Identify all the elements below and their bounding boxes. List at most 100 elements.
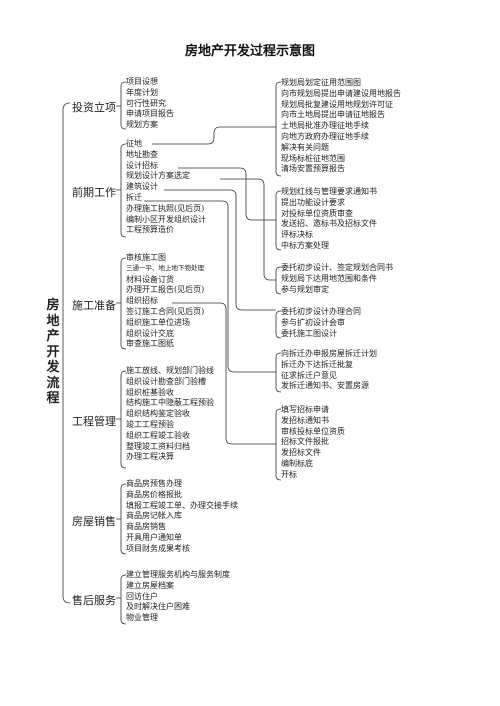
- link-zuzhizhaobiao: [172, 302, 276, 445]
- stage-item: 建立管理服务机构与服务制度: [126, 570, 230, 579]
- stage-bracket-1: [116, 81, 127, 130]
- detail-item: 参与规划审定: [281, 284, 329, 294]
- root-label-char: 流: [46, 375, 60, 391]
- stage-item: 组织工程竣工验收: [126, 430, 190, 440]
- detail-item: 委托施工图设计: [281, 328, 337, 338]
- stage-label: 售后服务: [72, 594, 116, 607]
- stage-item: 回访住户: [126, 591, 158, 601]
- stage-bracket-2: [116, 143, 127, 238]
- stage-label: 前期工作: [72, 186, 116, 199]
- detail-bracket-4: [275, 310, 282, 339]
- stage-bracket-5: [116, 483, 127, 555]
- root-label-char: 地: [46, 313, 60, 329]
- detail-bracket-2: [275, 190, 282, 251]
- stage-item: 设计招标: [126, 160, 158, 170]
- stage-bracket-3: [116, 257, 127, 350]
- stage-label: 工程管理: [72, 415, 116, 428]
- detail-item: 向拆迁办申报房屋拆迁计划: [281, 349, 377, 358]
- detail-item: 委托初步设计办理合同: [281, 307, 361, 316]
- stage-item: 拆迁: [126, 193, 142, 202]
- root-label-char: 房: [46, 298, 60, 313]
- detail-item: 委托初步设计、签定规划合同书: [281, 263, 393, 272]
- detail-item: 对投标单位资质审查: [281, 208, 353, 218]
- stage-item: 商品房预售办理: [126, 479, 182, 488]
- stage-label: 投资立项: [72, 101, 116, 114]
- detail-item: 向地方政府办理征地手续: [281, 132, 369, 141]
- stage-item: 项目设想: [126, 77, 158, 86]
- stage-item: 整理竣工资料归档: [126, 441, 190, 451]
- detail-item: 审核投标单位资质: [281, 426, 345, 436]
- stage-item: 签订施工合同(见后页): [126, 307, 205, 316]
- stage-item: 规划设计方案选定: [126, 171, 190, 181]
- stage-item: 材料设备订货: [126, 274, 174, 284]
- detail-item: 招标文件报批: [281, 437, 329, 447]
- stage-item: 组织桩基验收: [126, 387, 174, 397]
- detail-item: 中标方案处理: [281, 241, 329, 250]
- root-label-char: 开: [46, 344, 60, 360]
- stage-item: 组织设计勘查部门验槽: [126, 376, 206, 386]
- detail-bracket-3: [275, 266, 282, 295]
- stage-item: 商品房记帐入库: [126, 511, 182, 521]
- detail-item: 编制标底: [281, 459, 313, 468]
- stage-item: 审核施工图: [126, 253, 166, 262]
- stage-item: 商品房价格报批: [126, 489, 182, 499]
- stage-item: 施工放线、规划部门验线: [126, 366, 214, 375]
- link-shejizhaobiao: [178, 167, 276, 221]
- root-label-char: 发: [46, 360, 60, 375]
- stage-item: 工程预算造价: [126, 225, 174, 235]
- root-label-char: 产: [46, 329, 60, 344]
- stage-item: 可行性研究: [126, 98, 166, 108]
- stage-label: 施工准备: [72, 299, 116, 312]
- link-jianzhusheji: [164, 189, 276, 311]
- stage-item: 审查施工图纸: [126, 339, 174, 349]
- link-zhengdi: [152, 126, 276, 145]
- stage-item: 三通一平、地上地下物处理: [126, 263, 204, 272]
- detail-item: 现场标桩征地范围: [281, 153, 345, 163]
- stage-item: 结构施工中隐蔽工程预验: [126, 398, 214, 408]
- detail-item: 参与扩初设计会审: [281, 317, 345, 327]
- stage-item: 开具用户通知单: [126, 533, 182, 542]
- stage-item: 建立房屋档案: [126, 580, 174, 590]
- stage-item: 规划方案: [126, 120, 158, 130]
- stage-bracket-4: [116, 370, 127, 469]
- stage-item: 办理开工报告(见后页): [126, 285, 205, 295]
- stage-bracket-6: [116, 574, 127, 625]
- stage-item: 项目财务成果考核: [126, 543, 190, 553]
- stage-item: 建筑设计: [126, 182, 158, 192]
- stage-item: 征地: [126, 139, 142, 148]
- detail-item: 发送招、邀标书及招标文件: [281, 219, 377, 229]
- detail-item: 拆迁办下达拆迁批复: [281, 359, 353, 369]
- detail-item: 规划局划定征用范围图: [281, 78, 361, 87]
- root-label: 房地产开发流程: [40, 298, 66, 407]
- detail-item: 发招标通知书: [281, 415, 329, 425]
- stage-item: 组织招标: [126, 296, 158, 306]
- stage-item: 组织施工单位进场: [126, 317, 190, 327]
- stage-item: 办理施工执照(见后页): [126, 203, 205, 213]
- stage-item: 办理工程决算: [126, 452, 174, 462]
- detail-item: 解决有关问题: [281, 142, 329, 152]
- stage-item: 申请项目报告: [126, 109, 174, 119]
- stage-item: 物业管理: [126, 613, 158, 623]
- detail-item: 土地局批准办理征地手续: [281, 121, 369, 131]
- link-guihuasheji: [220, 178, 276, 281]
- stage-item: 地址勘查: [126, 149, 158, 159]
- stage-item: 组织结构鉴定验收: [126, 409, 190, 419]
- detail-bracket-5: [275, 352, 282, 393]
- detail-item: 规划局批复建设用地规划许可证: [281, 99, 393, 109]
- detail-item: 规划局下达用地范围和条件: [281, 273, 377, 283]
- detail-item: 评标决标: [281, 230, 313, 240]
- stage-item: 填报工程竣工单、办理交接手续: [126, 500, 238, 510]
- link-chaiqian: [144, 200, 276, 373]
- detail-item: 开标: [281, 469, 297, 479]
- detail-item: 规划红线与管理要求通知书: [281, 187, 377, 196]
- page-title: 房地产开发过程示意图: [184, 44, 315, 59]
- detail-item: 发招标文件: [281, 448, 321, 458]
- stage-item: 竣工工程预验: [126, 420, 174, 429]
- detail-item: 发拆迁通知书、安置房源: [281, 381, 369, 391]
- detail-item: 提出功能设计要求: [281, 197, 345, 207]
- stage-item: 编制小区开发组织设计: [126, 214, 206, 224]
- detail-bracket-6: [275, 408, 282, 481]
- detail-item: 清场安置预算报告: [281, 164, 345, 174]
